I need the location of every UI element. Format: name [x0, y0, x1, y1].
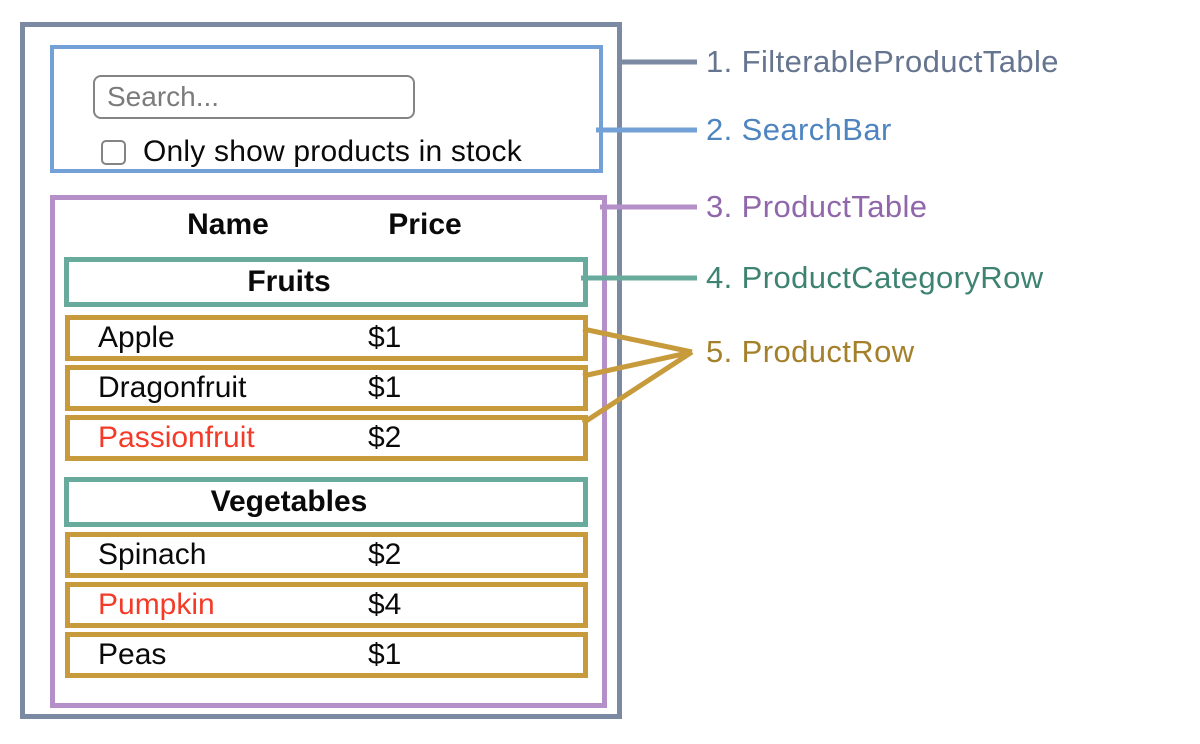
product-row-peas: Peas $1: [65, 632, 588, 678]
product-row-apple: Apple $1: [65, 315, 588, 361]
product-price: $1: [368, 371, 402, 404]
product-row-spinach: Spinach $2: [65, 532, 588, 578]
in-stock-checkbox-row: Only show products in stock: [101, 135, 522, 169]
legend-search-bar: 2. SearchBar: [706, 112, 892, 147]
product-name: Apple: [98, 321, 175, 354]
product-row-dragonfruit: Dragonfruit $1: [65, 365, 588, 411]
product-name-out-of-stock: Passionfruit: [98, 421, 255, 454]
category-label: Vegetables: [210, 485, 368, 518]
product-row-passionfruit: Passionfruit $2: [65, 415, 588, 461]
search-bar-box: Only show products in stock: [50, 45, 603, 173]
product-price: $1: [368, 321, 402, 354]
in-stock-checkbox[interactable]: [101, 139, 126, 165]
product-name: Peas: [98, 638, 167, 671]
product-price: $2: [368, 538, 402, 571]
product-price: $1: [368, 638, 402, 671]
product-price: $4: [368, 588, 402, 621]
product-name: Spinach: [98, 538, 207, 571]
category-row-fruits: Fruits: [64, 257, 588, 307]
category-row-vegetables: Vegetables: [64, 477, 588, 527]
category-label: Fruits: [247, 265, 331, 298]
in-stock-checkbox-label: Only show products in stock: [143, 135, 522, 168]
product-price: $2: [368, 421, 402, 454]
price-column-header: Price: [388, 208, 462, 241]
product-table-box: Name Price Fruits Apple $1 Dragonfruit $…: [50, 195, 607, 708]
legend-filterable-product-table: 1. FilterableProductTable: [706, 44, 1059, 79]
legend-product-table: 3. ProductTable: [706, 189, 928, 224]
product-name: Dragonfruit: [98, 371, 247, 404]
search-input[interactable]: [93, 75, 415, 119]
product-row-pumpkin: Pumpkin $4: [65, 582, 588, 628]
name-column-header: Name: [187, 208, 269, 241]
legend-product-category-row: 4. ProductCategoryRow: [706, 260, 1044, 295]
product-name-out-of-stock: Pumpkin: [98, 588, 215, 621]
legend-product-row: 5. ProductRow: [706, 334, 915, 369]
filterable-product-table-box: Only show products in stock Name Price F…: [20, 22, 622, 719]
